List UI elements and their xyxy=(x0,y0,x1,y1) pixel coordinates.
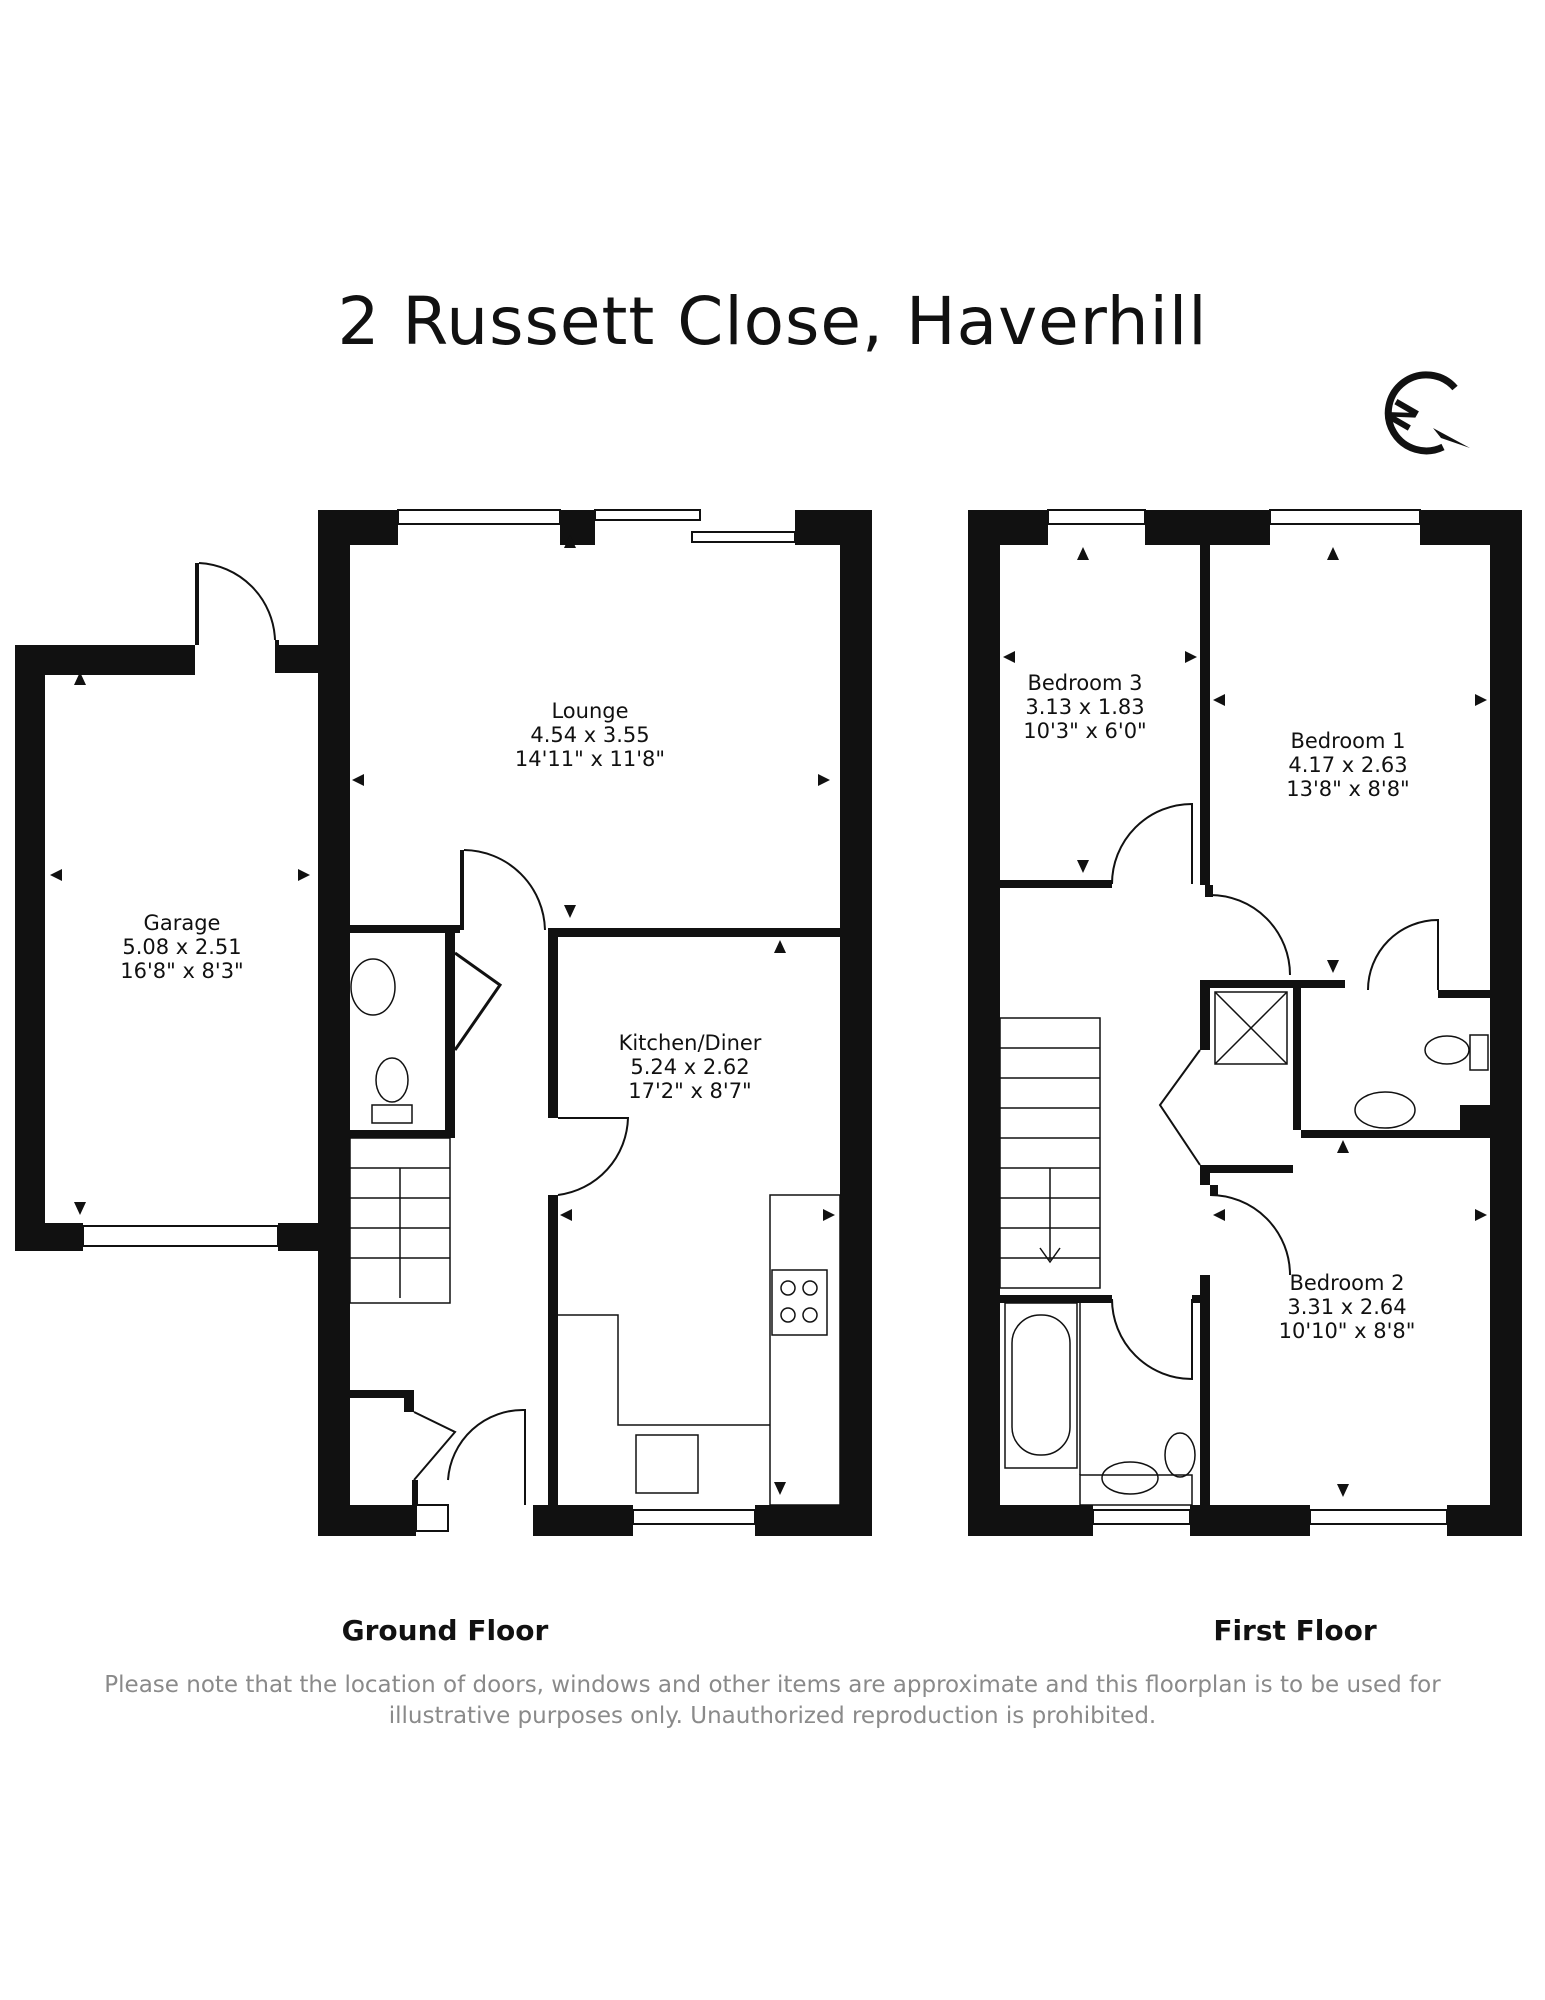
page-title: 2 Russett Close, Haverhill xyxy=(337,283,1208,360)
floor-label-ground: Ground Floor xyxy=(341,1614,549,1647)
compass-letter: N xyxy=(1379,393,1428,438)
floor-label-first: First Floor xyxy=(1213,1614,1377,1647)
room-metric-bedroom-3: 3.13 x 1.83 xyxy=(1025,695,1144,719)
room-name-bedroom-1: Bedroom 1 xyxy=(1290,729,1405,753)
room-metric-bedroom-1: 4.17 x 2.63 xyxy=(1288,753,1407,777)
room-imperial-garage: 16'8" x 8'3" xyxy=(120,959,243,983)
room-name-lounge: Lounge xyxy=(551,699,628,723)
room-imperial-kitchen-diner: 17'2" x 8'7" xyxy=(628,1079,751,1103)
north-compass-icon: N xyxy=(1379,371,1470,455)
room-imperial-bedroom-2: 10'10" x 8'8" xyxy=(1279,1319,1416,1343)
room-imperial-bedroom-3: 10'3" x 6'0" xyxy=(1023,719,1146,743)
room-metric-bedroom-2: 3.31 x 2.64 xyxy=(1287,1295,1406,1319)
room-name-bedroom-2: Bedroom 2 xyxy=(1289,1271,1404,1295)
disclaimer-text: Please note that the location of doors, … xyxy=(104,1672,1441,1729)
room-imperial-lounge: 14'11" x 11'8" xyxy=(515,747,665,771)
room-metric-lounge: 4.54 x 3.55 xyxy=(530,723,649,747)
room-name-garage: Garage xyxy=(144,911,221,935)
room-name-bedroom-3: Bedroom 3 xyxy=(1027,671,1142,695)
room-name-kitchen-diner: Kitchen/Diner xyxy=(619,1031,762,1055)
ground-floor-plan xyxy=(15,509,872,1536)
room-imperial-bedroom-1: 13'8" x 8'8" xyxy=(1286,777,1409,801)
room-labels: Lounge 4.54 x 3.55 14'11" x 11'8" Garage… xyxy=(120,671,1415,1343)
room-metric-garage: 5.08 x 2.51 xyxy=(122,935,241,959)
room-metric-kitchen-diner: 5.24 x 2.62 xyxy=(630,1055,749,1079)
first-floor-plan xyxy=(968,509,1522,1536)
